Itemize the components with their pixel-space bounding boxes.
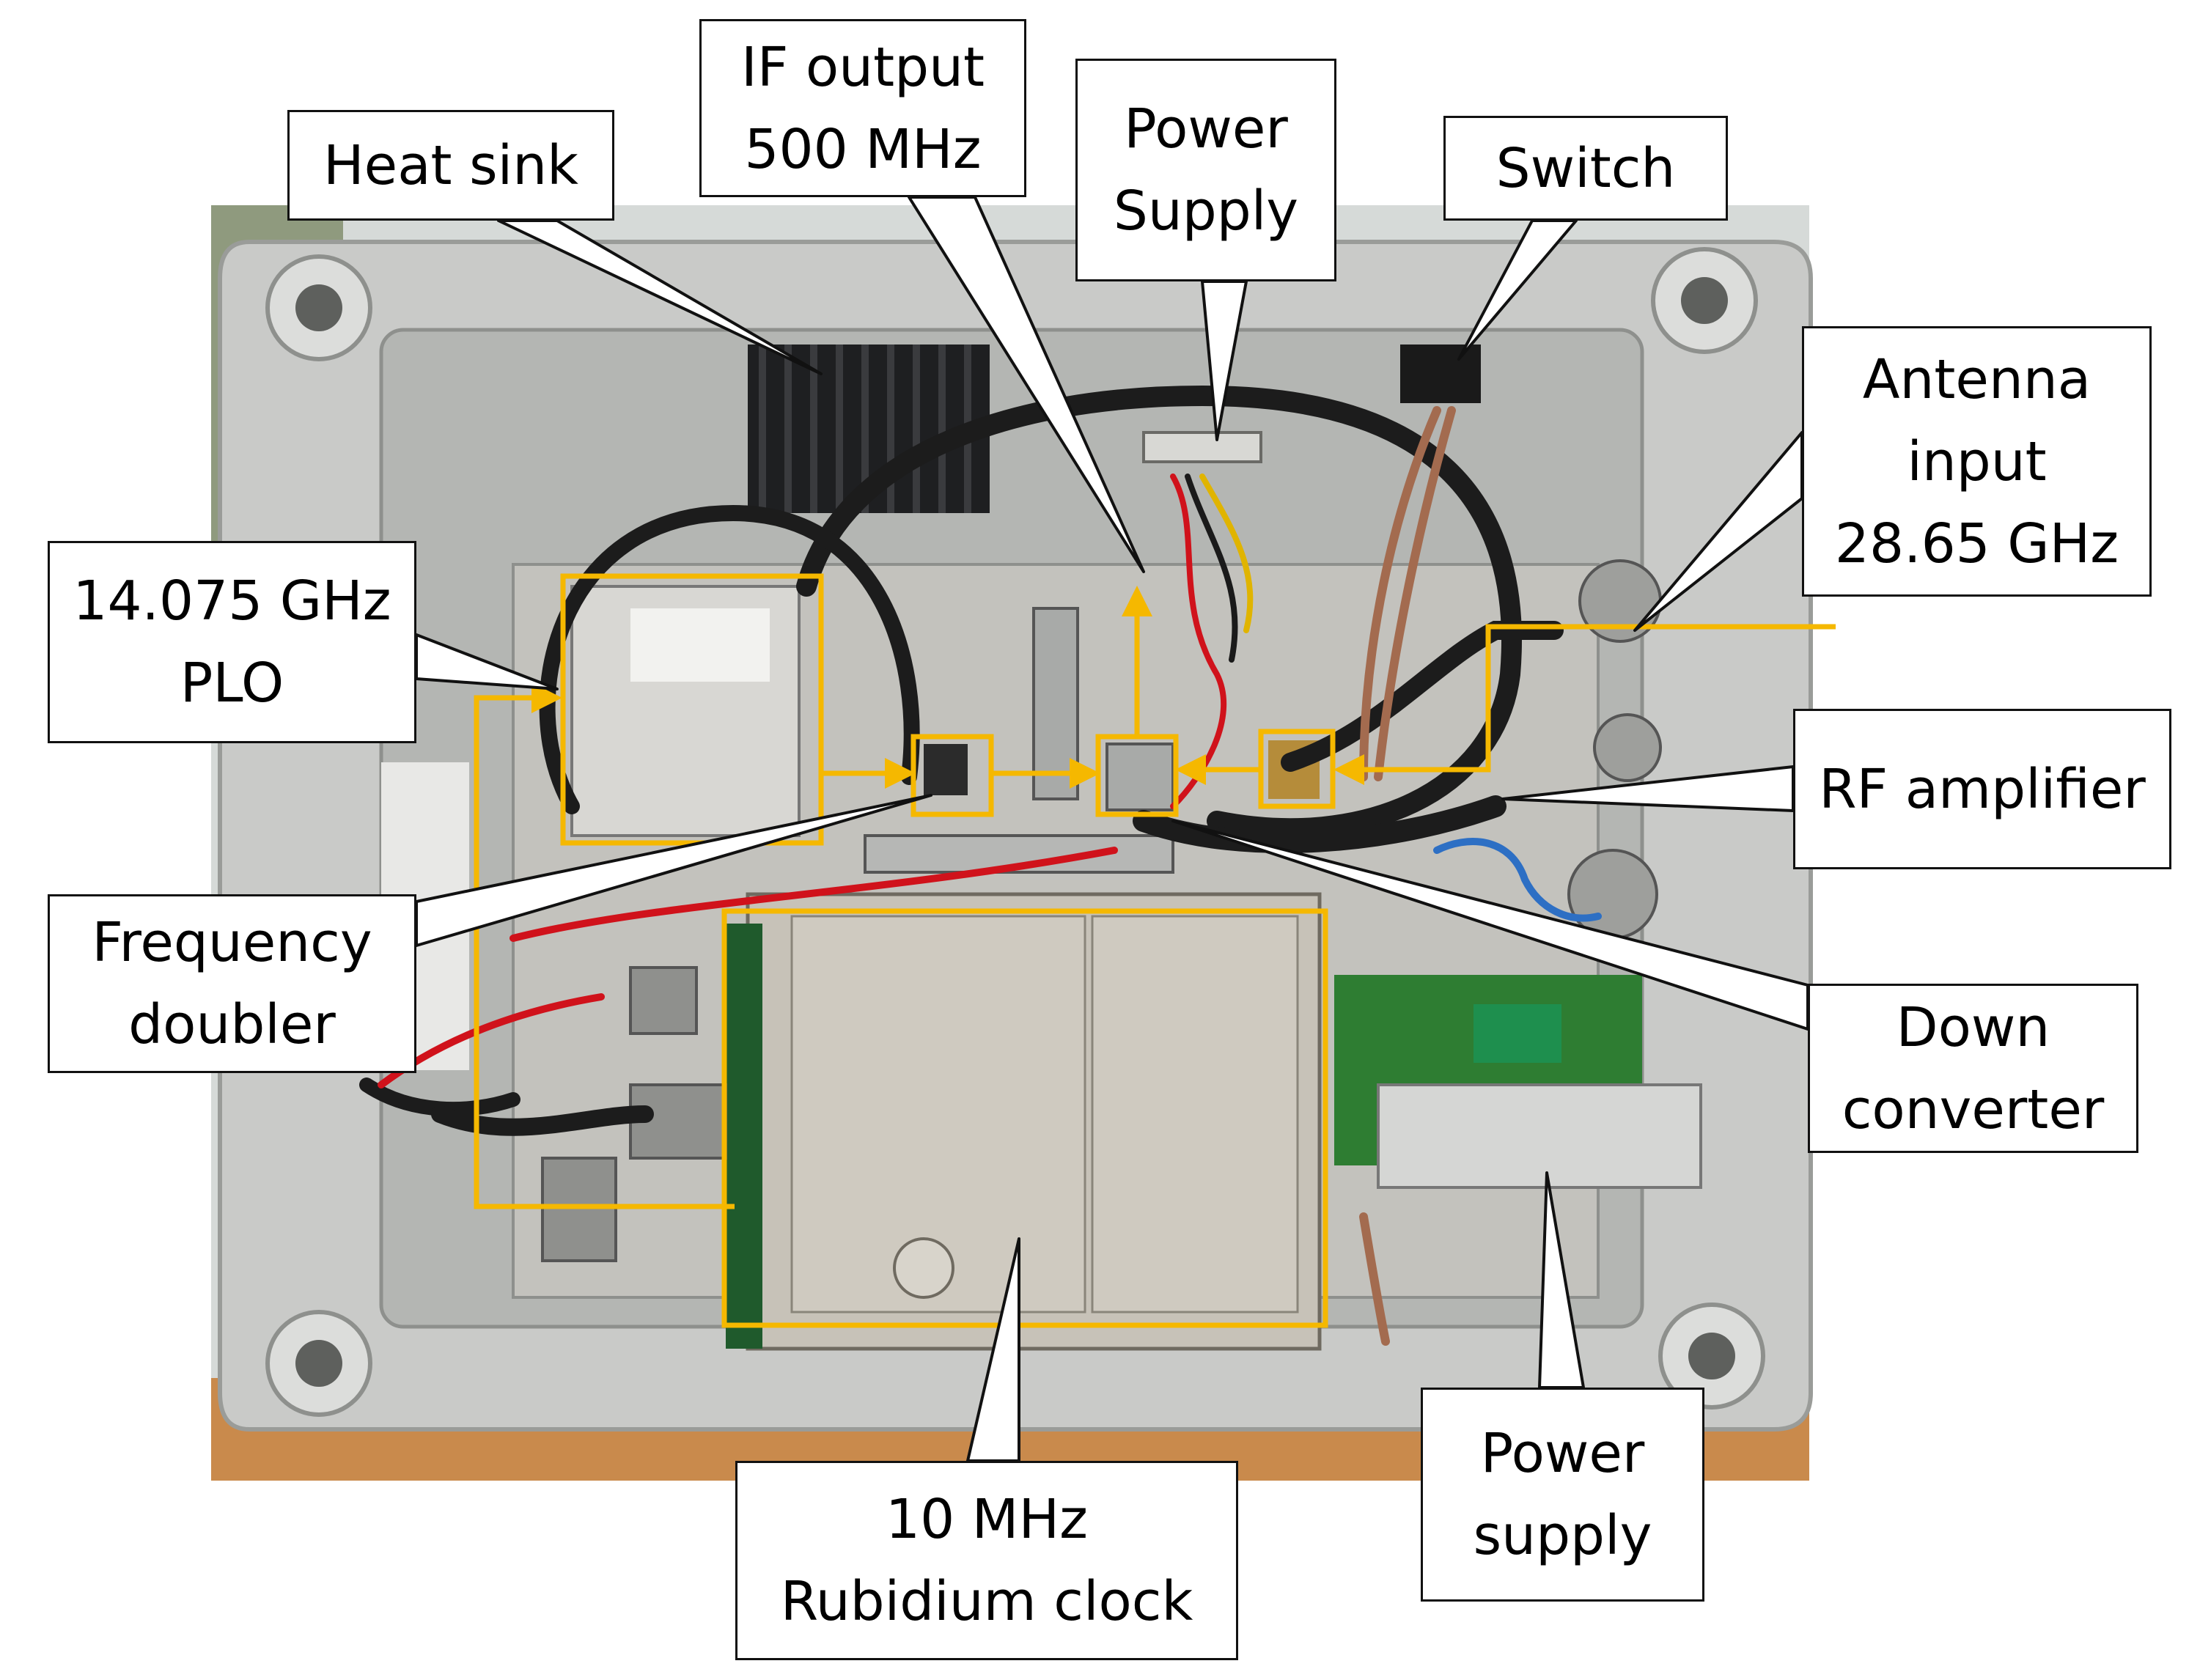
callout-power-supply-bottom-line-2: supply	[1473, 1504, 1652, 1567]
callout-antenna-input-line-2: input	[1907, 430, 2047, 493]
callout-if-output-line-2: 500 MHz	[744, 117, 982, 181]
callout-plo-line-2: PLO	[180, 652, 284, 715]
callout-power-supply-top-line-1: Power	[1124, 97, 1288, 161]
callout-down-converter: Down converter	[1808, 984, 2138, 1153]
callout-power-supply-top-line-2: Supply	[1113, 180, 1299, 243]
power-terminal-top	[1142, 431, 1262, 463]
callout-frequency-doubler-line-2: doubler	[128, 993, 336, 1056]
callout-power-supply-bottom: Power supply	[1421, 1388, 1704, 1602]
down-converter-body	[1105, 743, 1174, 811]
pointer-switch	[1457, 219, 1578, 361]
callout-plo-line-1: 14.075 GHz	[73, 570, 391, 633]
highlight-rubidium-clock	[721, 908, 1328, 1328]
callout-down-converter-line-1: Down	[1896, 995, 2050, 1059]
heat-sink	[748, 345, 990, 513]
callout-switch-line-1: Switch	[1495, 136, 1676, 200]
pointer-power-supply-top	[1201, 280, 1248, 441]
callout-heat-sink-line-1: Heat sink	[323, 133, 578, 197]
callout-rubidium-clock: 10 MHz Rubidium clock	[735, 1461, 1238, 1660]
highlight-plo	[560, 573, 824, 846]
callout-antenna-input-line-1: Antenna	[1862, 347, 2091, 411]
wires	[378, 406, 1602, 1346]
callout-if-output: IF output 500 MHz	[699, 19, 1026, 197]
callout-frequency-doubler: Frequency doubler	[48, 894, 416, 1073]
corner-screw-holes	[295, 277, 1735, 1387]
rubidium-clock	[726, 892, 1322, 1351]
callout-pointers	[415, 196, 1809, 1462]
callout-rubidium-clock-line-2: Rubidium clock	[780, 1570, 1193, 1633]
callout-antenna-input: Antenna input 28.65 GHz	[1802, 326, 2152, 597]
pointer-heat-sink	[497, 219, 823, 375]
callout-heat-sink: Heat sink	[287, 110, 614, 221]
power-supply-bottom	[1334, 975, 1702, 1189]
pointer-plo	[415, 633, 559, 690]
callout-if-output-line-1: IF output	[741, 35, 985, 99]
callout-antenna-input-line-3: 28.65 GHz	[1834, 512, 2119, 575]
callout-rf-amplifier-line-1: RF amplifier	[1819, 757, 2146, 821]
callout-frequency-doubler-line-1: Frequency	[92, 911, 372, 974]
cables	[359, 385, 1564, 1136]
if-connector	[1032, 607, 1079, 800]
frequency-doubler-body	[924, 744, 968, 795]
plo-label-sticker	[630, 608, 770, 682]
right-connectors	[1567, 559, 1662, 940]
callout-power-supply-top: Power Supply	[1075, 59, 1336, 281]
callout-rf-amplifier: RF amplifier	[1793, 709, 2171, 869]
signal-path-clock-to-plo	[474, 682, 735, 1209]
switch-body	[1400, 345, 1481, 403]
signal-path-antenna-to-amp	[1333, 624, 1836, 785]
callout-rubidium-clock-line-1: 10 MHz	[885, 1488, 1089, 1551]
callout-switch: Switch	[1443, 116, 1728, 221]
callout-plo: 14.075 GHz PLO	[48, 541, 416, 743]
callout-down-converter-line-2: converter	[1842, 1077, 2105, 1141]
signal-path	[474, 586, 1836, 1209]
pointer-frequency-doubler	[415, 794, 932, 947]
callout-power-supply-bottom-line-1: Power	[1480, 1422, 1645, 1485]
pointer-if-output	[908, 196, 1145, 573]
